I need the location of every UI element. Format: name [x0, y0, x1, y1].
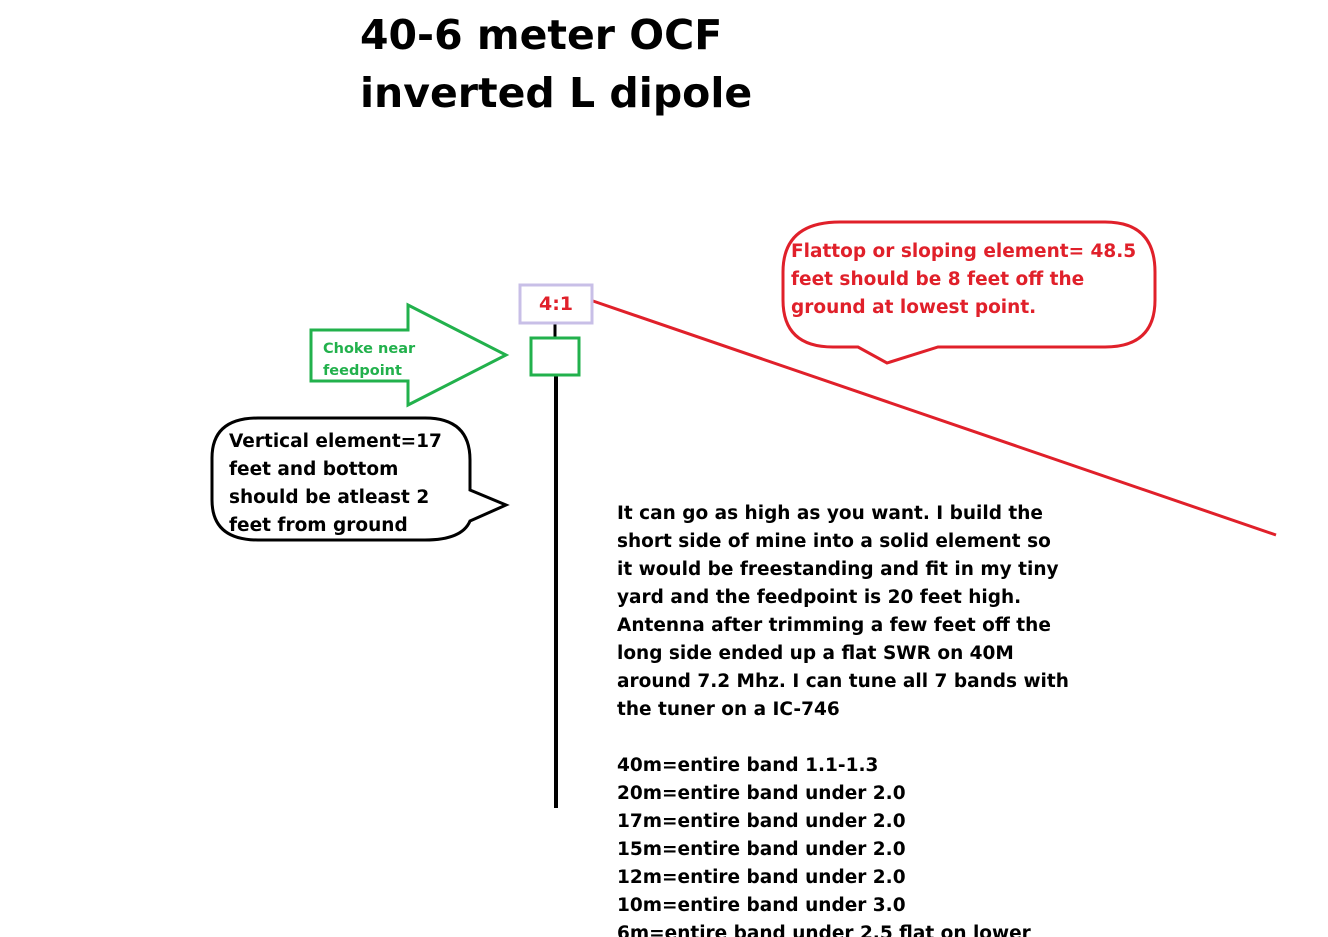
- choke-arrow: [309, 302, 510, 408]
- flattop-bubble: [781, 220, 1157, 365]
- vertical-line: feet from ground: [229, 515, 408, 536]
- title-line: 40-6 meter OCF: [360, 11, 723, 59]
- band-swr-line: 20m=entire band under 2.0: [617, 783, 906, 804]
- flattop-line: Flattop or sloping element= 48.5: [791, 241, 1137, 262]
- flattop-wire: [592, 299, 1277, 537]
- notes-text: It can go as high as you want. I build t…: [617, 500, 1237, 937]
- choke-line: feedpoint: [323, 363, 402, 379]
- notes-line: yard and the feedpoint is 20 feet high.: [617, 587, 1022, 608]
- title-line: inverted L dipole: [360, 69, 753, 117]
- vertical-callout-text: Vertical element=17 feet and bottom shou…: [229, 428, 469, 540]
- notes-line: it would be freestanding and fit in my t…: [617, 559, 1059, 580]
- flattop-line: feet should be 8 feet off the: [791, 269, 1085, 290]
- vertical-bubble: [210, 416, 510, 542]
- notes-line: It can go as high as you want. I build t…: [617, 503, 1043, 524]
- balun-box: [518, 283, 594, 325]
- vertical-line: feet and bottom: [229, 459, 399, 480]
- band-swr-line: 40m=entire band 1.1-1.3: [617, 755, 879, 776]
- choke-box: [529, 336, 581, 377]
- flattop-callout-text: Flattop or sloping element= 48.5 feet sh…: [791, 238, 1151, 322]
- notes-line: the tuner on a IC-746: [617, 699, 840, 720]
- notes-line: around 7.2 Mhz. I can tune all 7 bands w…: [617, 671, 1069, 692]
- choke-line: Choke near: [323, 341, 416, 357]
- band-swr-line: 17m=entire band under 2.0: [617, 811, 906, 832]
- diagram-title: 40-6 meter OCF inverted L dipole: [360, 6, 752, 122]
- notes-line: long side ended up a flat SWR on 40M: [617, 643, 1014, 664]
- vertical-line: Vertical element=17: [229, 431, 442, 452]
- flattop-line: ground at lowest point.: [791, 297, 1037, 318]
- band-swr-line: 10m=entire band under 3.0: [617, 895, 906, 916]
- band-swr-line: 15m=entire band under 2.0: [617, 839, 906, 860]
- notes-spacer: [617, 724, 1237, 752]
- band-swr-line: 6m=entire band under 2.5 flat on lower: [617, 923, 1031, 937]
- balun-label: 4:1: [538, 293, 574, 315]
- vertical-line: should be atleast 2: [229, 487, 430, 508]
- notes-line: Antenna after trimming a few feet off th…: [617, 615, 1051, 636]
- choke-callout-text: Choke near feedpoint: [323, 338, 483, 382]
- band-swr-line: 12m=entire band under 2.0: [617, 867, 906, 888]
- notes-line: short side of mine into a solid element …: [617, 531, 1051, 552]
